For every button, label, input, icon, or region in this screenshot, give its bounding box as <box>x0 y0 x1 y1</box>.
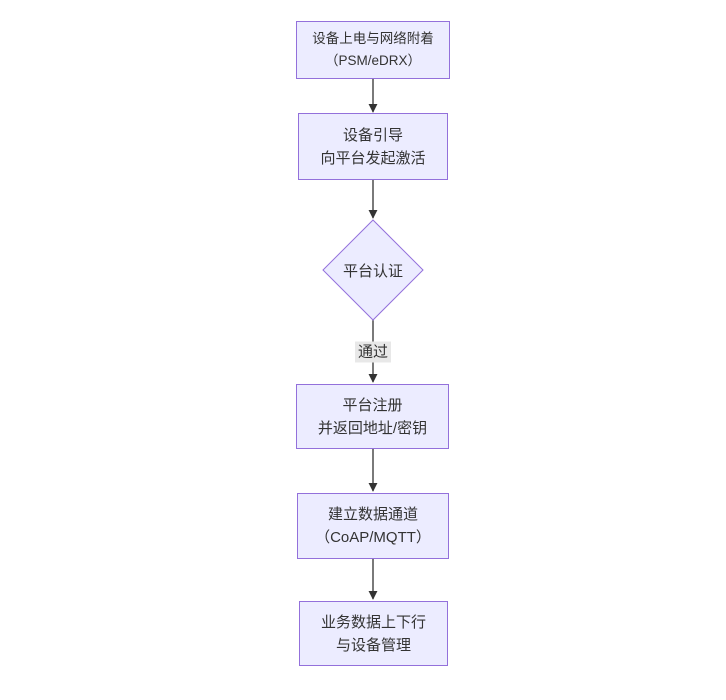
edge-label-pass: 通过 <box>354 341 392 363</box>
decision-diamond-shape <box>322 219 424 321</box>
node-text-line: 与设备管理 <box>335 636 411 654</box>
flow-node-power-network-attach: 设备上电与网络附着 （PSM/eDRX） <box>296 21 450 79</box>
node-text-line: 并返回地址/密钥 <box>317 419 428 437</box>
node-text-line: （CoAP/MQTT） <box>315 529 431 546</box>
flow-node-platform-register: 平台注册 并返回地址/密钥 <box>296 384 449 449</box>
node-text-line: 设备引导 <box>342 126 403 144</box>
decision-platform-auth-label: 平台认证 <box>342 262 403 280</box>
node-text-line: 设备上电与网络附着 <box>312 31 434 46</box>
node-text-line: （PSM/eDRX） <box>324 53 422 68</box>
node-text-line: 建立数据通道 <box>327 506 418 523</box>
node-text-line: 业务数据上下行 <box>320 613 426 631</box>
node-text-line: 向平台发起激活 <box>320 149 426 167</box>
flow-node-business-data: 业务数据上下行 与设备管理 <box>299 601 448 666</box>
node-text-line: 平台注册 <box>342 396 403 414</box>
flow-node-device-bootstrap: 设备引导 向平台发起激活 <box>298 113 448 180</box>
flow-node-data-channel: 建立数据通道 （CoAP/MQTT） <box>297 493 449 559</box>
